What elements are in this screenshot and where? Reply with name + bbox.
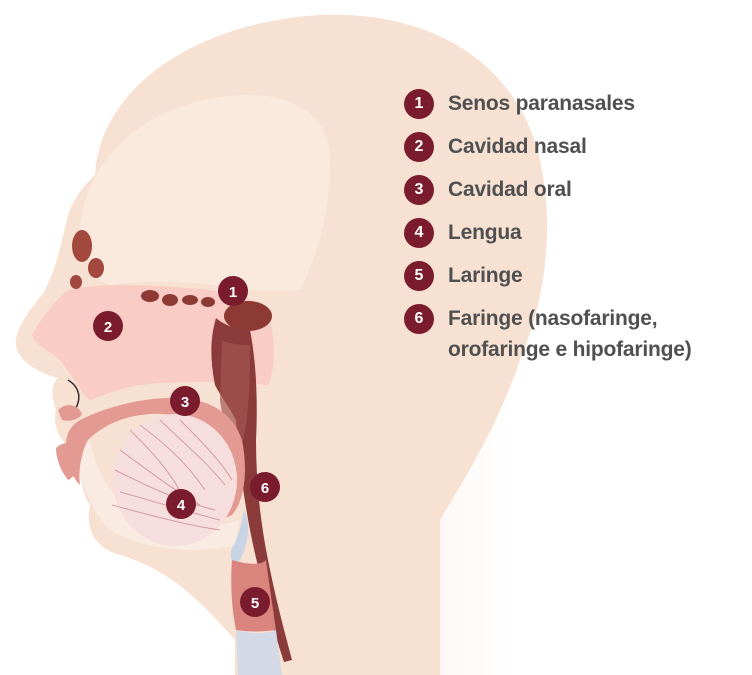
legend-label-2-line-1: Cavidad nasal	[448, 131, 587, 162]
neck-shadow	[330, 420, 510, 675]
marker-6-number: 6	[261, 480, 269, 497]
legend-item-faringe: 6 Faringe (nasofaringe, orofaringe e hip…	[404, 303, 752, 365]
marker-2-number: 2	[104, 319, 112, 336]
legend-badge-1: 1	[404, 89, 434, 119]
legend-label-6-line-2: orofaringe e hipofaringe)	[448, 334, 692, 365]
marker-1-number: 1	[229, 284, 237, 301]
marker-6: 6	[250, 472, 280, 502]
legend-label-3: Cavidad oral	[448, 174, 572, 205]
marker-5: 5	[240, 587, 270, 617]
legend-label-3-line-1: Cavidad oral	[448, 174, 572, 205]
legend-label-4-line-1: Lengua	[448, 217, 521, 248]
marker-3: 3	[170, 386, 200, 416]
marker-1: 1	[218, 276, 248, 306]
frontal-sinus-small	[70, 275, 82, 289]
legend-label-5: Laringe	[448, 260, 522, 291]
legend-label-6: Faringe (nasofaringe, orofaringe e hipof…	[448, 303, 692, 365]
legend-badge-4: 4	[404, 218, 434, 248]
frontal-sinus-lower	[88, 258, 104, 278]
legend-item-cavidad-nasal: 2 Cavidad nasal	[404, 131, 752, 162]
marker-5-number: 5	[251, 595, 259, 612]
ethmoid-sinus-4	[201, 297, 215, 307]
legend-label-1-line-1: Senos paranasales	[448, 88, 635, 119]
ethmoid-sinus-2	[162, 294, 178, 306]
marker-2: 2	[93, 311, 123, 341]
legend-badge-3: 3	[404, 175, 434, 205]
marker-3-number: 3	[181, 394, 189, 411]
legend-badge-6: 6	[404, 304, 434, 334]
legend: 1 Senos paranasales 2 Cavidad nasal 3 Ca…	[404, 88, 752, 377]
trachea	[236, 630, 282, 675]
ethmoid-sinus-3	[182, 295, 198, 305]
ethmoid-sinus-1	[141, 290, 159, 302]
legend-badge-2: 2	[404, 132, 434, 162]
frontal-sinus-upper	[72, 230, 92, 262]
legend-item-senos-paranasales: 1 Senos paranasales	[404, 88, 752, 119]
legend-item-cavidad-oral: 3 Cavidad oral	[404, 174, 752, 205]
legend-label-5-line-1: Laringe	[448, 260, 522, 291]
legend-label-6-line-1: Faringe (nasofaringe,	[448, 303, 692, 334]
legend-label-1: Senos paranasales	[448, 88, 635, 119]
marker-4: 4	[166, 489, 196, 519]
legend-item-lengua: 4 Lengua	[404, 217, 752, 248]
legend-badge-5: 5	[404, 261, 434, 291]
marker-4-number: 4	[177, 497, 186, 514]
legend-label-4: Lengua	[448, 217, 521, 248]
legend-label-2: Cavidad nasal	[448, 131, 587, 162]
legend-item-laringe: 5 Laringe	[404, 260, 752, 291]
